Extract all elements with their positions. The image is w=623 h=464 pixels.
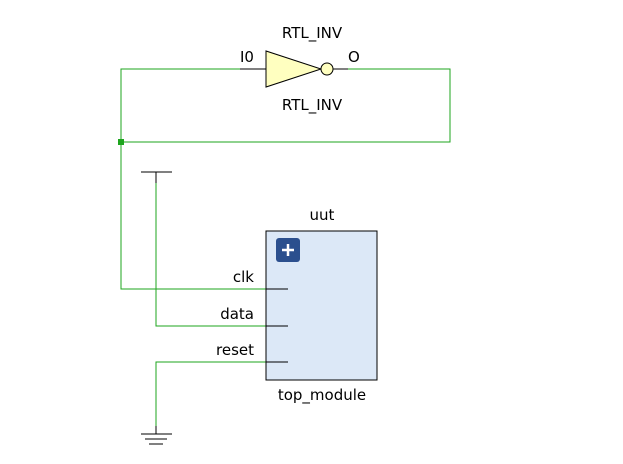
inverter-bubble: [320, 62, 334, 76]
inverter-output-pin-label: O: [348, 48, 360, 66]
ground-icon[interactable]: [141, 426, 172, 445]
feedback-net[interactable]: [121, 68, 451, 143]
expand-button[interactable]: [276, 238, 300, 262]
module-cell-name: top_module: [278, 386, 366, 405]
vcc-icon[interactable]: [141, 171, 172, 183]
port-data-label: data: [220, 305, 254, 323]
inverter-body[interactable]: [265, 50, 323, 88]
net-junction: [118, 139, 124, 145]
inverter-cell[interactable]: RTL_INV I0 O RTL_INV: [240, 24, 360, 115]
inverter-input-pin-label: I0: [240, 48, 254, 66]
port-reset-label: reset: [216, 341, 254, 359]
inverter-cell-name: RTL_INV: [282, 24, 343, 43]
data-net[interactable]: [155, 183, 288, 327]
inverter-instance-name: RTL_INV: [282, 96, 343, 115]
reset-net[interactable]: [155, 361, 288, 426]
module-uut[interactable]: uut clk data reset top_module: [216, 206, 378, 405]
clk-net[interactable]: [120, 68, 288, 290]
port-clk-label: clk: [233, 268, 254, 286]
module-instance-name: uut: [310, 206, 335, 224]
